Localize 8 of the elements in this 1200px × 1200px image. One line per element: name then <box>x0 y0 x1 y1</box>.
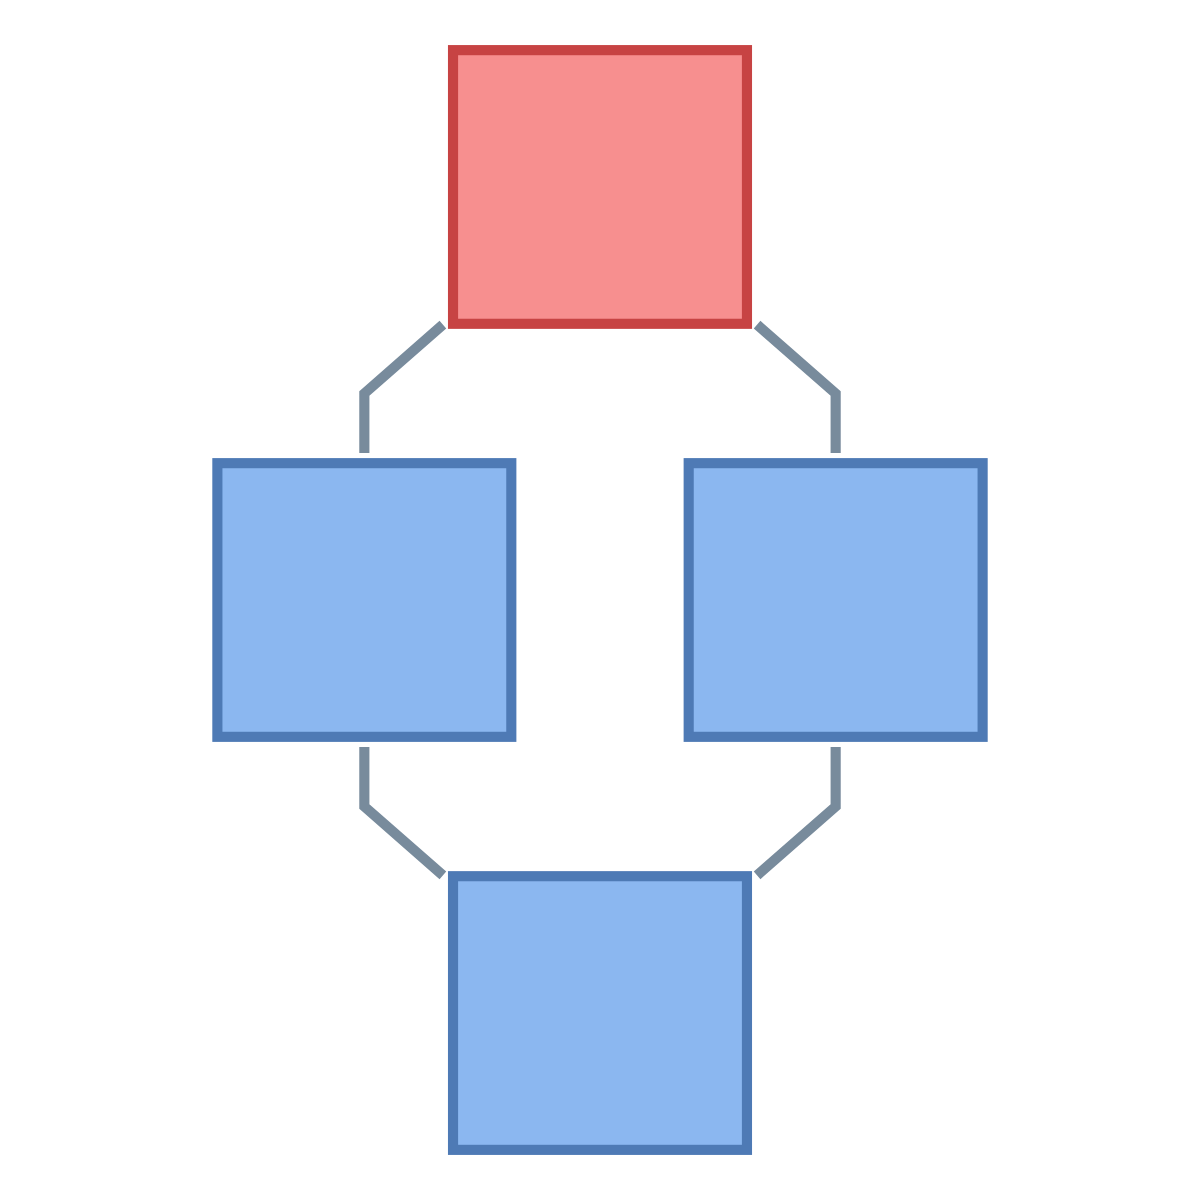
square-box <box>447 45 753 329</box>
connector-line <box>753 320 841 454</box>
connector-line <box>753 746 841 880</box>
connector-line <box>359 320 447 454</box>
square-box <box>447 871 753 1155</box>
connector-line <box>359 746 447 880</box>
square-box <box>212 458 517 742</box>
square-box <box>683 458 988 742</box>
